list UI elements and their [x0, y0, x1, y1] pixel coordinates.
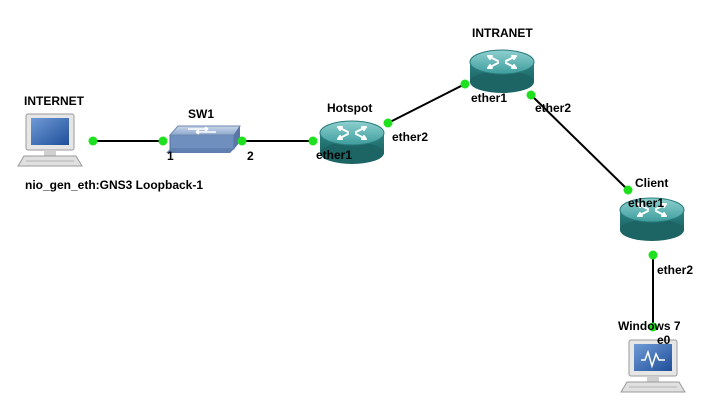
node-label-intranet: INTRANET [472, 26, 533, 40]
node-label-client: Client [635, 176, 669, 190]
switch-icon [166, 125, 241, 153]
node-label-hotspot: Hotspot [327, 101, 373, 115]
node-sw1[interactable] [166, 125, 241, 153]
port-dot-intranet-ether1[interactable] [460, 79, 470, 89]
computer-icon [620, 339, 686, 393]
port-label-hotspot-ether1: ether1 [316, 148, 353, 162]
port-dots [88, 79, 658, 332]
link-hotspot-intranet[interactable] [387, 83, 466, 124]
port-dot-sw1-p1[interactable] [158, 136, 168, 146]
port-label-sw1-p1: 1 [167, 149, 174, 163]
port-label-hotspot-ether2: ether2 [392, 130, 429, 144]
port-label-intranet-ether1: ether1 [471, 91, 508, 105]
port-dot-client-ether2[interactable] [648, 250, 658, 260]
port-dot-hotspot-ether2[interactable] [383, 118, 393, 128]
node-intranet[interactable] [469, 49, 535, 94]
node-label-internet: INTERNET [24, 94, 84, 108]
port-dot-win7-e0[interactable] [648, 322, 658, 332]
port-dot-sw1-p2[interactable] [237, 136, 247, 146]
node-sublabel-internet: nio_gen_eth:GNS3 Loopback-1 [25, 178, 204, 192]
router-icon [469, 49, 535, 94]
port-dot-client-ether1[interactable] [623, 185, 633, 195]
port-dot-hotspot-ether1[interactable] [308, 136, 318, 146]
node-label-sw1: SW1 [188, 107, 215, 121]
link-intranet-client[interactable] [530, 94, 629, 191]
port-label-sw1-p2: 2 [247, 149, 254, 163]
computer-icon [17, 113, 83, 167]
links [93, 83, 654, 327]
port-dot-internet[interactable] [88, 136, 98, 146]
port-dot-intranet-ether2[interactable] [526, 90, 536, 100]
port-label-client-ether1: ether1 [628, 196, 665, 210]
node-windows7[interactable] [620, 339, 686, 393]
port-label-client-ether2: ether2 [657, 263, 694, 277]
node-label-windows7: Windows 7 [618, 319, 681, 333]
activity-glyph [641, 349, 665, 369]
port-label-win7-e0: e0 [657, 333, 671, 347]
node-internet[interactable] [17, 113, 83, 167]
port-label-intranet-ether2: ether2 [535, 101, 572, 115]
